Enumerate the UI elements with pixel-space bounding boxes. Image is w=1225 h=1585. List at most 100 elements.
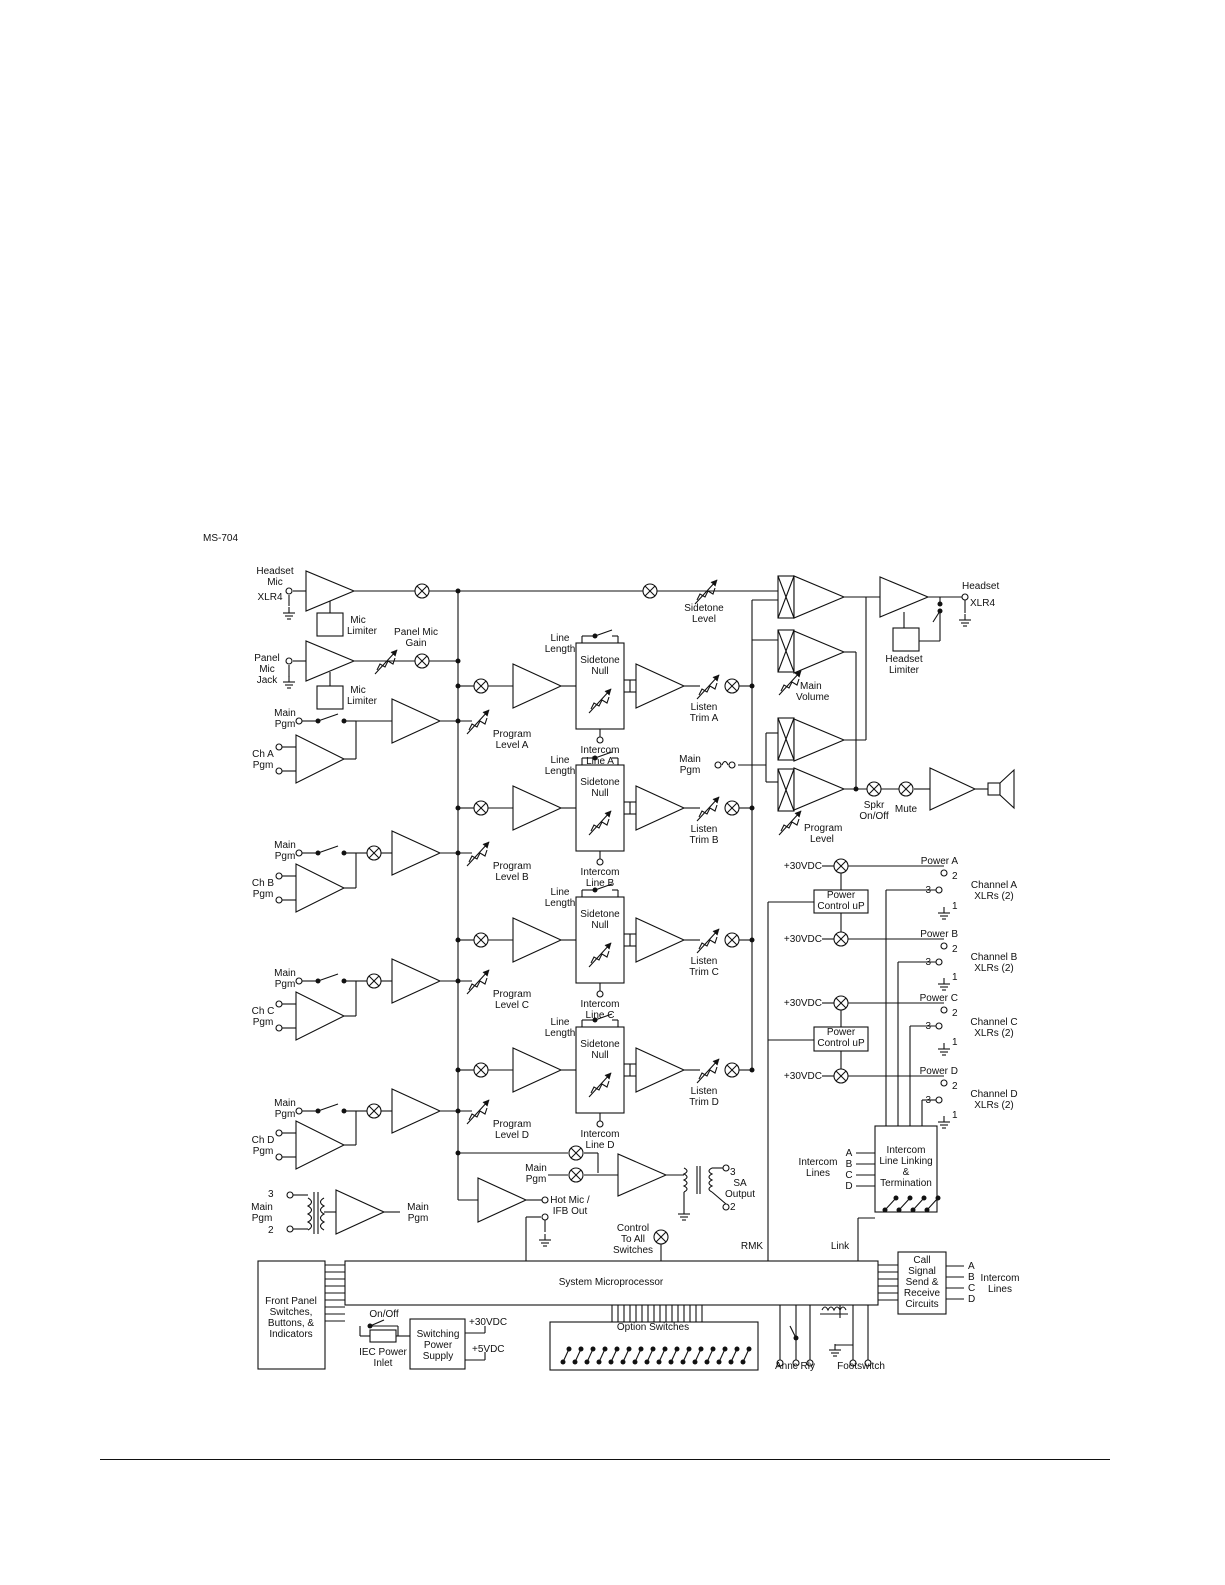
potentiometer-icon (466, 841, 490, 867)
ch-2-trim-label-a: Listen (691, 956, 718, 967)
junction-dot (793, 1335, 799, 1341)
v30-c: +30VDC (784, 998, 822, 1009)
junction-dot (662, 1346, 668, 1352)
terminal-icon (596, 990, 604, 998)
system-microprocessor-box (344, 1260, 879, 1306)
vca-x2 (726, 934, 738, 946)
junction-dot (680, 1359, 686, 1365)
xlr-a-1: Channel A (971, 880, 1017, 891)
ch-3-line-length-b: Length (545, 1028, 576, 1039)
v30-b: +30VDC (784, 934, 822, 945)
terminal-icon (275, 1153, 283, 1161)
main-pgm-mix-b: Pgm (680, 765, 701, 776)
junction-dot (592, 633, 598, 639)
xlr-d-2: XLRs (2) (974, 1100, 1013, 1111)
mute-label: Mute (895, 804, 918, 815)
sidetone-vca (642, 583, 658, 599)
terminal-icon (722, 1164, 730, 1172)
ch-0-line-length-a: Line (551, 633, 570, 644)
ch-0-main-pgm-b: Pgm (275, 719, 296, 730)
ch-1-main-pgm-b: Pgm (275, 851, 296, 862)
panel-mic-jack-a: Panel (254, 653, 280, 664)
junction-dot (455, 850, 461, 856)
ch-0-input-amp (295, 734, 346, 784)
junction-dot (592, 1017, 598, 1023)
ch-1-input-vca (366, 845, 382, 861)
ch-2-talk-vca (473, 932, 489, 948)
xlr-b-1: Channel B (971, 952, 1018, 963)
mic-limiter-1-a: Mic (350, 615, 366, 626)
power-vca-0 (833, 858, 849, 874)
panel-mic-gain-b: Gain (405, 638, 426, 649)
ch-2-input-amp (295, 991, 346, 1041)
sa-vca (568, 1167, 584, 1183)
ch-2-line-length-b: Length (545, 898, 576, 909)
junction-dot (584, 1359, 590, 1365)
xlr-pin2-3: 2 (952, 1081, 958, 1092)
switching-ps-2: Power (424, 1340, 453, 1351)
switching-ps-3: Supply (423, 1351, 454, 1362)
potentiometer-icon (588, 810, 612, 836)
pot-zigzag (698, 804, 718, 818)
ch-3-main-pgm-b: Pgm (275, 1109, 296, 1120)
intercom-lines-2-b: Lines (988, 1284, 1012, 1295)
junction-dot (620, 1359, 626, 1365)
ch-3-prog-label-b: Level D (495, 1130, 529, 1141)
junction-dot (341, 978, 347, 984)
terminal-icon (295, 717, 303, 725)
footswitch-label: Footswitch (837, 1361, 885, 1372)
main-pgm-jumper (721, 760, 729, 766)
vca-x2 (868, 783, 880, 795)
iec-b: Inlet (374, 1358, 393, 1369)
ch-2-main-pgm-a: Main (274, 968, 296, 979)
junction-dot (596, 1359, 602, 1365)
footswitch-transformer (821, 1306, 847, 1312)
junction-dot (749, 937, 755, 943)
panel-mic-preamp (305, 640, 356, 682)
on-off-label: On/Off (369, 1309, 398, 1320)
cs-c: C (968, 1283, 975, 1294)
pot-arrow (466, 1099, 490, 1125)
pot-arrow (696, 928, 720, 954)
ground-icon (938, 978, 950, 991)
junction-dot (937, 601, 943, 607)
xbox-d2 (777, 629, 795, 673)
junction-dot (749, 683, 755, 689)
ch-3-program-amp (391, 1088, 442, 1134)
pot-arrow (374, 649, 398, 675)
terminal-icon (935, 1022, 943, 1030)
vca-x2 (644, 585, 656, 597)
terminal-icon (961, 593, 969, 601)
ch-0-sidetone-null-b: Null (591, 666, 608, 677)
terminal-icon (940, 869, 948, 877)
xlr-pin1-3: 1 (952, 1110, 958, 1121)
switch-icon (594, 751, 613, 759)
xlr-pin3-2: 3 (925, 1021, 931, 1032)
terminal-icon (714, 761, 722, 769)
ch-2-icl-label-b: Line C (586, 1010, 615, 1021)
main-volume-vca (777, 629, 795, 673)
sa-transformer-primary (682, 1167, 688, 1193)
ch-3-listen-amp (635, 1047, 686, 1093)
control-all-b: To All (621, 1234, 645, 1245)
terminal-icon (935, 886, 943, 894)
vca-x2 (416, 655, 428, 667)
junction-dot (716, 1359, 722, 1365)
power-control-1-a: Power (827, 890, 856, 901)
footer-rule (100, 1459, 1110, 1460)
ch-3-icl-label-b: Line D (586, 1140, 615, 1151)
intercom-lines-1-a: Intercom (799, 1157, 838, 1168)
junction-dot (455, 1150, 461, 1156)
switch-icon (926, 1197, 939, 1211)
power-d-label: Power D (920, 1066, 958, 1077)
vca-x2 (368, 975, 380, 987)
ch-2-sidetone-null-b: Null (591, 920, 608, 931)
vca-x2 (726, 1064, 738, 1076)
intercom-lines-1-b: Lines (806, 1168, 830, 1179)
call-signal-3: Send & (906, 1277, 939, 1288)
main-volume-a: Main (800, 681, 822, 692)
mute-vca (898, 781, 914, 797)
power-b-label: Power B (920, 929, 958, 940)
